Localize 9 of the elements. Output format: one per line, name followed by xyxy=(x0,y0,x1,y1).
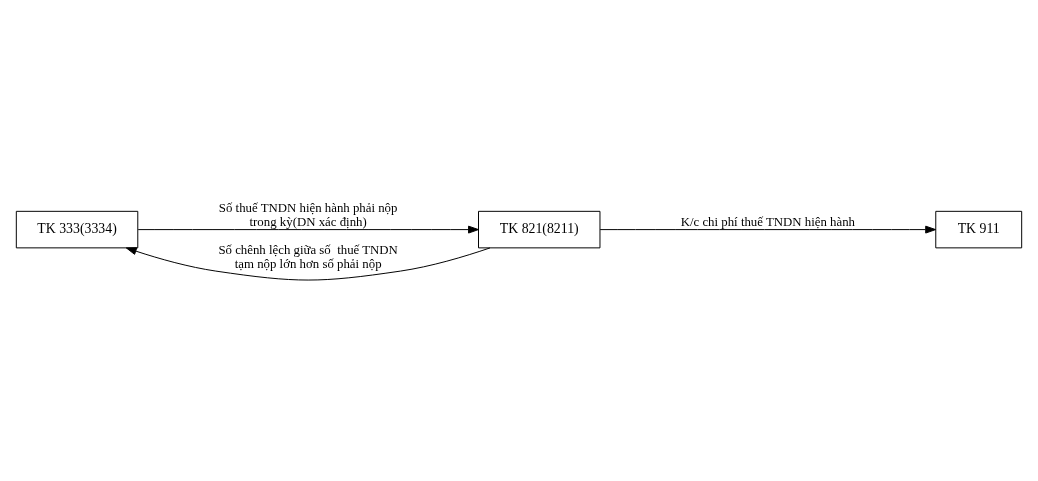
edge-label: Số thuế TNDN hiện hành phải nộp trong kỳ(DN xác định) xyxy=(218,200,398,229)
node-box: TK 821(8211) xyxy=(478,210,601,248)
arrow xyxy=(125,246,491,281)
edge-label: K/c chi phí thuế TNDN hiện hành xyxy=(680,214,856,229)
node-box: TK 911 xyxy=(935,210,1023,248)
arrow xyxy=(599,225,937,234)
node-box: TK 333(3334) xyxy=(15,210,139,248)
edge-label: Số chênh lệch giữa số thuế TNDN tạm nộp lớn hơn số phải nộp xyxy=(218,242,398,271)
arrow xyxy=(137,225,479,234)
